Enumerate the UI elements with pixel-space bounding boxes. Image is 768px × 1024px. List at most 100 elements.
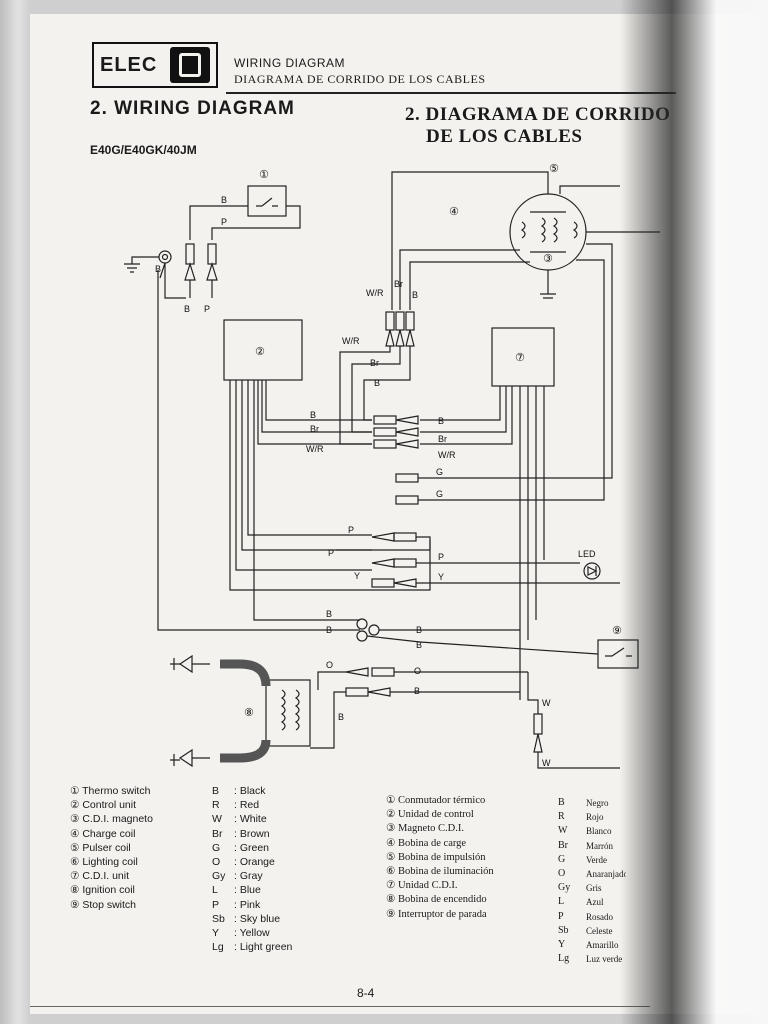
svg-text:G: G bbox=[436, 467, 443, 477]
color-code: Y bbox=[558, 939, 566, 951]
color-name: : Orange bbox=[234, 856, 275, 869]
control-unit-symbol bbox=[223, 319, 303, 381]
color-name: : Gray bbox=[234, 870, 263, 883]
color-code: O bbox=[558, 868, 566, 880]
svg-text:B: B bbox=[414, 686, 420, 696]
color-name: : Pink bbox=[234, 898, 261, 911]
svg-text:O: O bbox=[326, 660, 333, 670]
color-code: W bbox=[558, 825, 568, 837]
color-codes-en: B R W Br G O Gy L P Sb Y Lg bbox=[212, 784, 225, 954]
legend-item: ⑦ C.D.I. unit bbox=[70, 870, 130, 883]
svg-text:W: W bbox=[542, 758, 551, 768]
color-name: Luz verde bbox=[586, 954, 623, 965]
color-name: : Sky blue bbox=[234, 912, 281, 925]
section-badge bbox=[92, 42, 218, 88]
svg-text:⑤: ⑤ bbox=[549, 162, 559, 175]
svg-text:Y: Y bbox=[438, 572, 444, 582]
legend-item: ④ Charge coil bbox=[70, 827, 136, 840]
svg-text:P: P bbox=[348, 525, 354, 535]
svg-text:Br: Br bbox=[370, 358, 379, 368]
svg-text:B: B bbox=[412, 290, 418, 300]
svg-text:③: ③ bbox=[543, 252, 553, 265]
color-code: P bbox=[212, 898, 220, 911]
svg-text:Br: Br bbox=[438, 434, 447, 444]
svg-text:W/R: W/R bbox=[342, 336, 360, 346]
color-code: Gy bbox=[558, 882, 571, 894]
color-name: : Red bbox=[234, 799, 260, 812]
component-legend-en: ① Thermo switch ② Control unit ③ C.D.I. … bbox=[70, 784, 153, 912]
color-code: B bbox=[558, 797, 565, 808]
section-code: ELEC bbox=[100, 54, 158, 76]
svg-text:①: ① bbox=[259, 168, 269, 181]
color-names-es: Negro Rojo Blanco Marrón Verde Anaranjad… bbox=[586, 796, 626, 966]
svg-text:B: B bbox=[338, 712, 344, 722]
color-code: Gy bbox=[212, 870, 226, 883]
color-name: Blanco bbox=[586, 826, 612, 837]
color-code: Sb bbox=[558, 924, 569, 936]
svg-text:B: B bbox=[326, 609, 332, 619]
battery-icon bbox=[170, 47, 210, 83]
legend-item: ⑤ Bobina de impulsión bbox=[386, 851, 486, 863]
legend-item: ② Unidad de control bbox=[386, 809, 474, 821]
model-list: E40G/E40GK/40JM bbox=[90, 143, 197, 157]
color-name: : Black bbox=[234, 785, 266, 797]
svg-text:⑦: ⑦ bbox=[515, 351, 525, 364]
svg-text:B: B bbox=[155, 264, 161, 274]
svg-text:Br: Br bbox=[394, 279, 403, 289]
color-names-en: : Black : Red : White : Brown : Green : … bbox=[234, 784, 292, 954]
color-name: : Yellow bbox=[234, 927, 270, 940]
color-code: Lg bbox=[558, 953, 570, 965]
color-code: L bbox=[558, 896, 565, 908]
legend-item: ① Conmutador térmico bbox=[386, 795, 486, 806]
svg-text:⑧: ⑧ bbox=[244, 706, 254, 719]
color-code: P bbox=[558, 910, 564, 922]
svg-text:W/R: W/R bbox=[306, 444, 324, 454]
svg-text:P: P bbox=[221, 217, 227, 227]
color-codes-es: B R W Br G O Gy L P Sb Y Lg bbox=[558, 796, 570, 966]
svg-text:②: ② bbox=[255, 345, 265, 358]
legend-item: ⑨ Interruptor de parada bbox=[386, 908, 487, 920]
legend-item: ③ Magneto C.D.I. bbox=[386, 823, 464, 835]
color-name: Amarillo bbox=[586, 940, 619, 951]
legend-item: ⑦ Unidad C.D.I. bbox=[386, 880, 458, 892]
color-code: Lg bbox=[212, 941, 224, 954]
color-name: Celeste bbox=[586, 925, 613, 936]
svg-text:B: B bbox=[374, 378, 380, 388]
svg-text:B: B bbox=[416, 640, 422, 650]
svg-text:Br: Br bbox=[310, 424, 319, 434]
cdi-unit-symbol bbox=[491, 327, 555, 387]
legend-item: ② Control unit bbox=[70, 799, 137, 812]
color-name: : Green bbox=[234, 841, 270, 854]
legend-item: ⑧ Bobina de encendido bbox=[386, 894, 487, 906]
header-title-en: WIRING DIAGRAM bbox=[234, 56, 345, 70]
color-code: B bbox=[212, 785, 220, 797]
color-name: Rosado bbox=[586, 911, 613, 922]
header-title-es: DIAGRAMA DE CORRIDO DE LOS CABLES bbox=[234, 72, 486, 86]
component-legend-es: ① Conmutador térmico ② Unidad de control… bbox=[386, 794, 494, 922]
legend-item: ① Thermo switch bbox=[70, 785, 151, 797]
svg-text:LED: LED bbox=[578, 549, 596, 559]
color-code: Br bbox=[558, 839, 568, 851]
color-code: G bbox=[558, 853, 566, 865]
color-code: Br bbox=[212, 827, 223, 840]
color-name: : White bbox=[234, 813, 267, 826]
legend-item: ⑤ Pulser coil bbox=[70, 841, 131, 854]
color-code: L bbox=[212, 884, 218, 897]
svg-text:Y: Y bbox=[354, 571, 360, 581]
svg-text:B: B bbox=[184, 304, 190, 314]
legend-item: ⑧ Ignition coil bbox=[70, 884, 135, 897]
color-code: G bbox=[212, 841, 221, 854]
footer-rule bbox=[30, 1006, 650, 1007]
legend-item: ⑨ Stop switch bbox=[70, 898, 137, 911]
book-spine bbox=[0, 0, 30, 1024]
color-name: Anaranjado bbox=[586, 869, 626, 880]
color-code: W bbox=[212, 813, 222, 826]
color-name: : Brown bbox=[234, 827, 270, 840]
color-code: O bbox=[212, 856, 221, 869]
svg-text:B: B bbox=[416, 625, 422, 635]
svg-text:④: ④ bbox=[449, 205, 459, 218]
svg-text:P: P bbox=[204, 304, 210, 314]
color-name: Rojo bbox=[586, 812, 604, 823]
color-name: : Light green bbox=[234, 941, 293, 954]
